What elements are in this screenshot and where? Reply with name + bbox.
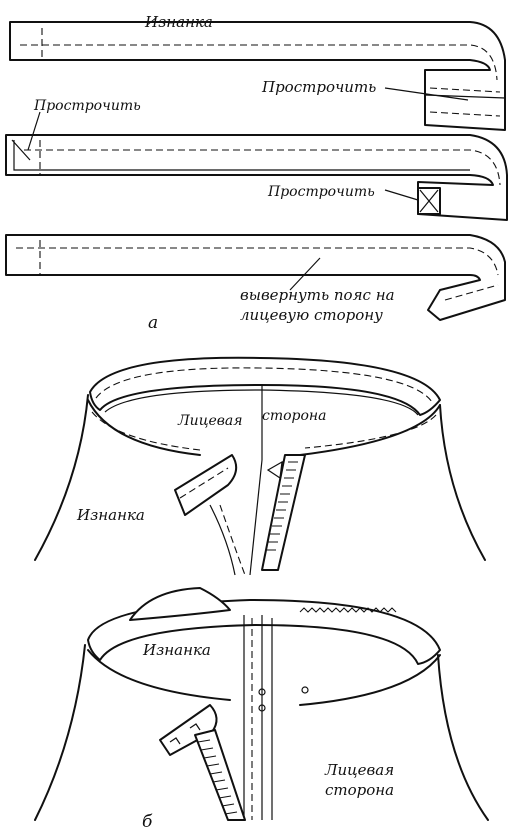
waistband-strip-2: Прострочить Прострочить [5,98,508,221]
strip-1-label: Изнанка [144,13,213,31]
strip-3-note-line2: лицевую сторону [240,306,383,324]
label-side: сторона [262,408,327,424]
label-face: Лицевая [177,413,243,429]
strip-1-stitch-label: Прострочить [261,78,376,96]
label-inside-bottom: Изнанка [142,641,211,659]
waistband-strip-1: Изнанка Прострочить [9,13,506,131]
label-face-line1: Лицевая [324,761,394,779]
strip-3-note-line1: вывернуть пояс на [240,286,395,304]
skirt-bottom-view: Изнанка Лицевая сторона б [34,587,489,832]
waistband-strip-3: вывернуть пояс на лицевую сторону а [5,234,506,333]
caption-a: а [148,313,158,333]
skirt-top-view: Лицевая сторона Изнанка [34,356,486,576]
label-face-line2: сторона [325,781,394,799]
label-inside-top: Изнанка [76,506,145,524]
caption-b: б [142,812,153,832]
strip-2-stitch-label-left: Прострочить [33,98,141,114]
strip-2-stitch-label-right: Прострочить [267,184,375,200]
